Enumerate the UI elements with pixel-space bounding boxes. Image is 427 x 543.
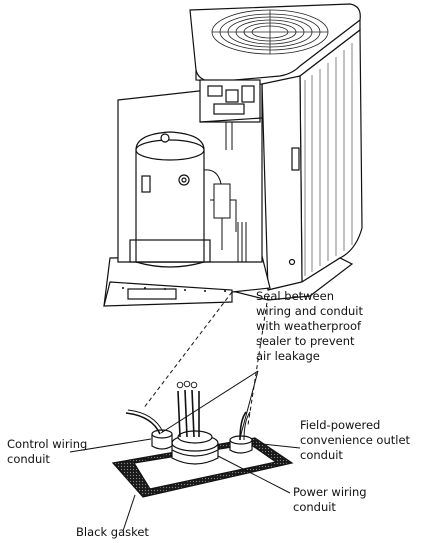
control-conduit-callout: Control wiring conduit xyxy=(7,437,88,466)
power-conduit-callout: Power wiring conduit xyxy=(293,485,367,514)
side-coil-panel xyxy=(299,28,363,284)
field-outlet-callout: Field-powered convenience outlet conduit xyxy=(300,418,411,462)
compressor xyxy=(129,131,211,268)
projection-lines xyxy=(142,291,269,426)
fan-grille xyxy=(211,9,329,55)
unit-top-lid xyxy=(189,3,361,83)
power-conduit xyxy=(171,430,219,465)
conduit-detail xyxy=(111,380,294,498)
leader-lines xyxy=(69,370,301,532)
corner-post xyxy=(261,75,303,291)
seal-callout: Seal between wiring and conduit with wea… xyxy=(256,289,363,363)
control-box xyxy=(199,79,263,123)
field-outlet-conduit xyxy=(229,435,253,454)
gasket-callout: Black gasket xyxy=(76,525,149,539)
outdoor-unit xyxy=(103,3,363,307)
